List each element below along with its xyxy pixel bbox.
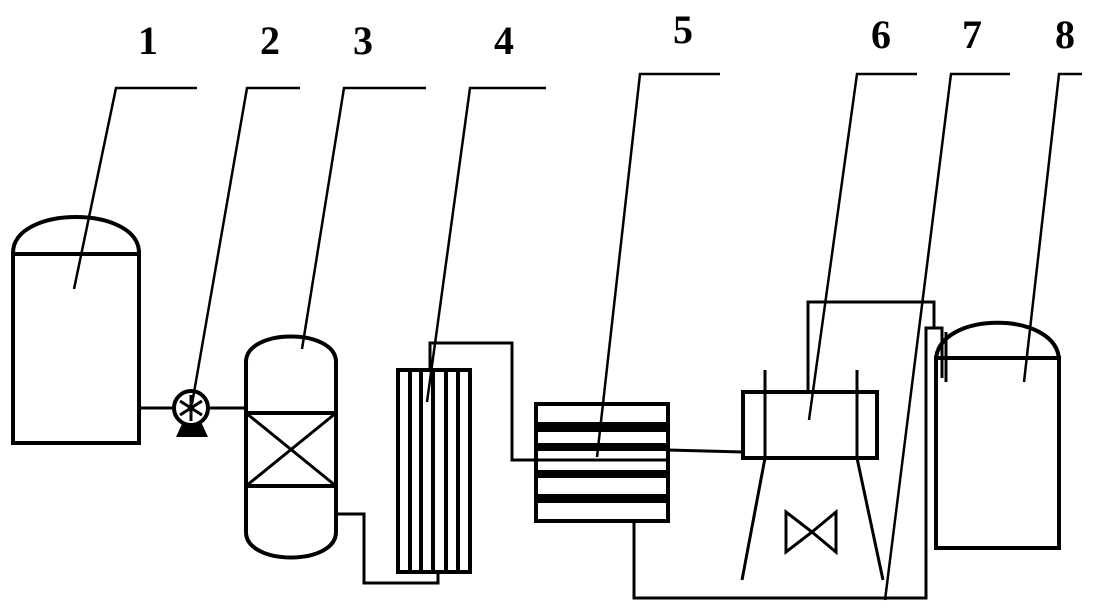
label-4: 4 [494,18,514,63]
storage-tank-1 [10,215,142,445]
label-1: 1 [138,18,158,63]
label-6: 6 [871,12,891,57]
pump-2 [172,389,210,437]
label-2: 2 [260,18,280,63]
pipe-column-to-exchanger [336,512,440,585]
receiving-tank-8 [933,320,1062,550]
leader-7 [883,72,1010,601]
leader-2 [190,86,300,405]
plate-stack-5 [534,402,670,523]
label-7: 7 [962,12,982,57]
label-8: 8 [1055,12,1075,57]
leader-5 [595,72,720,458]
leader-4 [425,86,546,403]
pipe-stack-to-reactor [667,448,744,454]
leader-8 [1022,72,1082,383]
leader-1 [72,86,197,290]
packed-column-3 [244,334,338,560]
label-5: 5 [673,7,693,52]
leader-6 [807,72,917,421]
pipe-exchanger-to-stack [428,341,536,462]
pipe-stack-bottom-return [632,326,944,600]
leader-3 [300,86,426,350]
label-3: 3 [353,18,373,63]
leader-lines [72,72,1082,601]
heat-exchanger-4 [396,368,472,574]
component-labels: 1 2 3 4 5 6 7 8 [138,7,1075,63]
reactor-6 [740,300,936,581]
